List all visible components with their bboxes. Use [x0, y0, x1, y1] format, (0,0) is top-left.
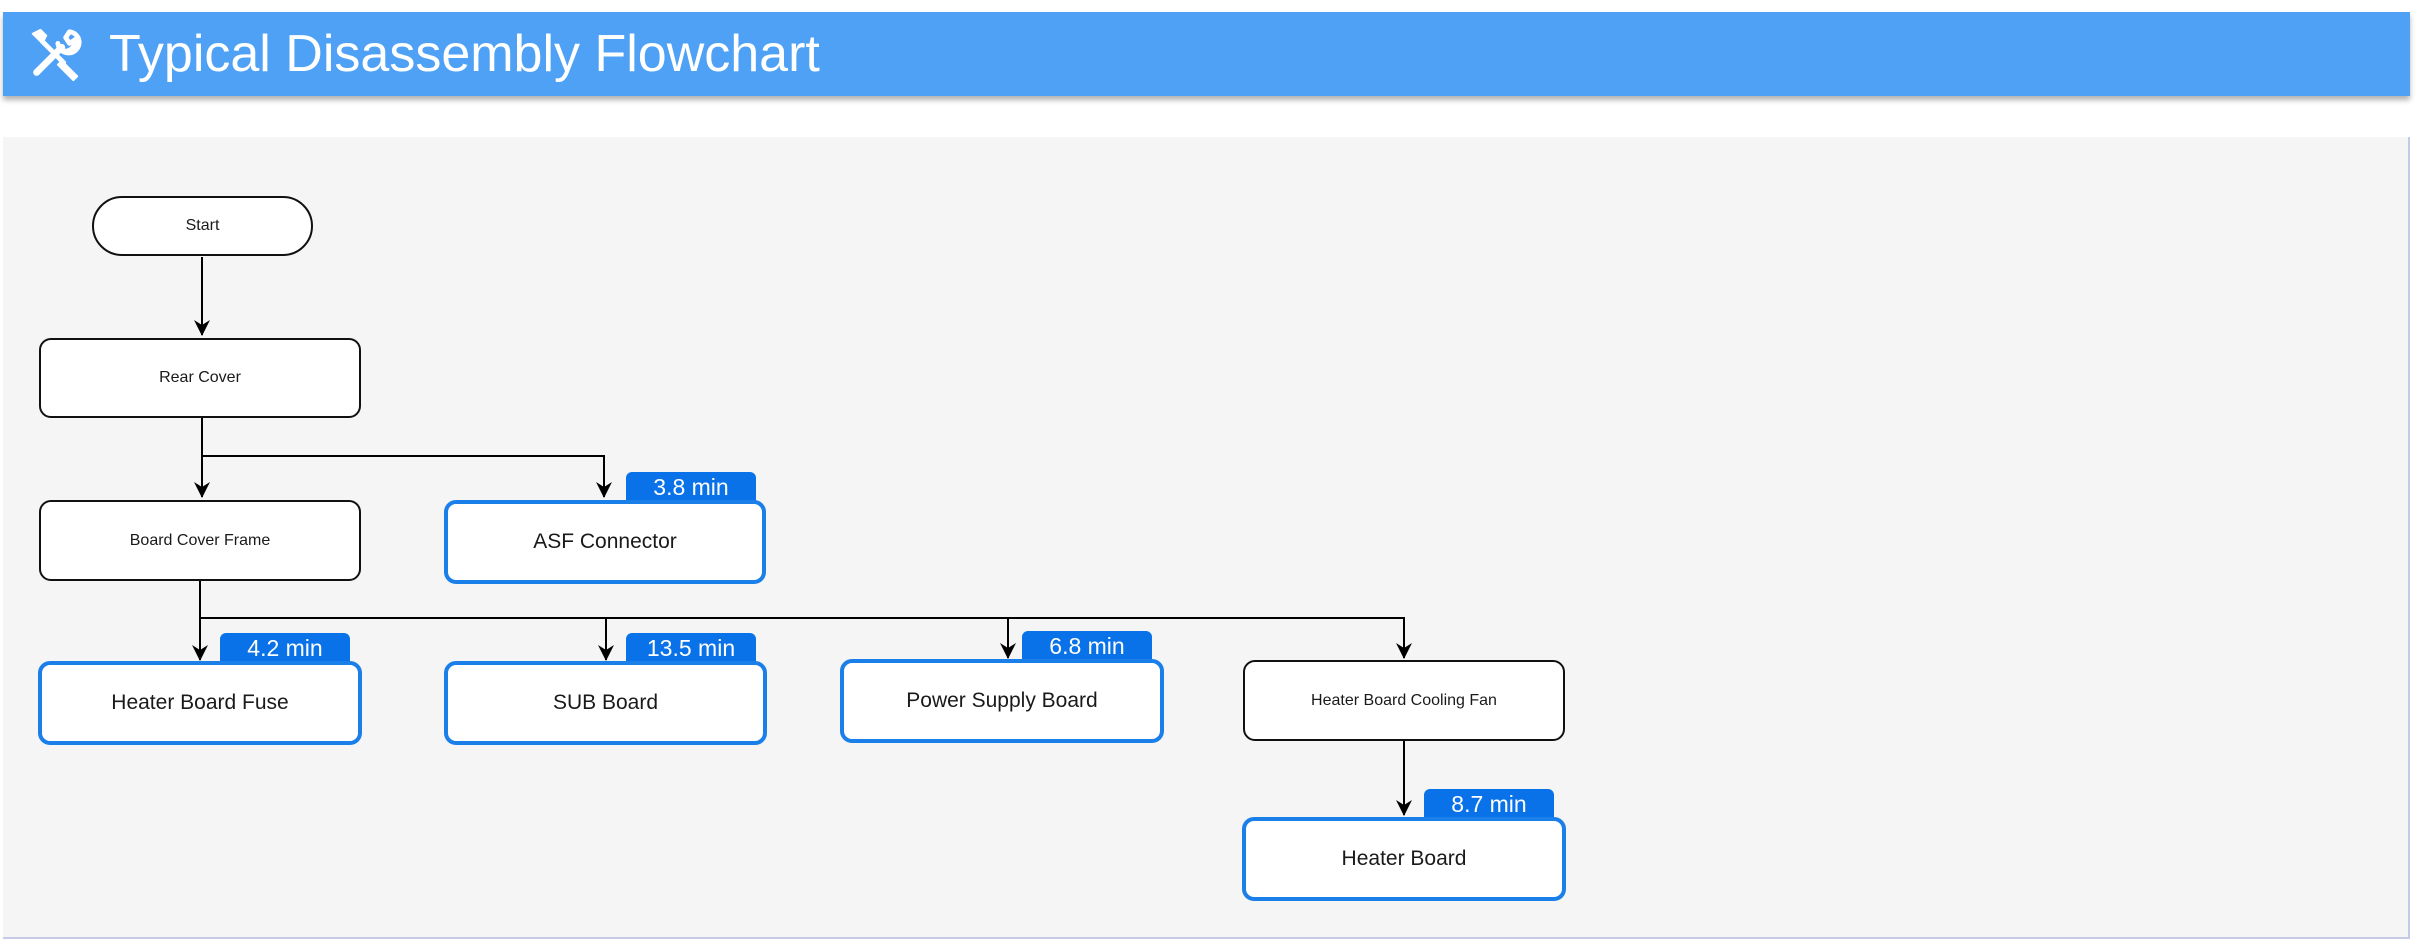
- tools-icon: [31, 28, 82, 82]
- edge-board-cover-frame-heater-board-cooling-fan: [1008, 617, 1412, 659]
- node-heater-board: Heater Board: [1242, 817, 1566, 901]
- node-asf-connector: ASF Connector: [444, 500, 766, 584]
- node-sub-board: SUB Board: [444, 661, 767, 745]
- time-badge-heater-board: 8.7 min: [1424, 789, 1554, 820]
- page-title: Typical Disassembly Flowchart: [109, 25, 820, 83]
- node-rear-cover: Rear Cover: [39, 338, 361, 418]
- node-start: Start: [92, 196, 313, 256]
- node-heater-board-fuse: Heater Board Fuse: [38, 661, 362, 745]
- edge-rear-cover-asf-connector: [202, 455, 612, 498]
- time-badge-power-supply-board: 6.8 min: [1022, 631, 1152, 662]
- title-bar: Typical Disassembly Flowchart: [3, 12, 2410, 96]
- node-power-supply-board: Power Supply Board: [840, 659, 1164, 743]
- time-badge-asf-connector: 3.8 min: [626, 472, 756, 503]
- node-board-cover-frame: Board Cover Frame: [39, 500, 361, 581]
- time-badge-heater-board-fuse: 4.2 min: [220, 633, 350, 664]
- time-badge-sub-board: 13.5 min: [626, 633, 756, 664]
- diagram-canvas: [3, 137, 2410, 939]
- node-heater-board-cooling-fan: Heater Board Cooling Fan: [1243, 660, 1565, 741]
